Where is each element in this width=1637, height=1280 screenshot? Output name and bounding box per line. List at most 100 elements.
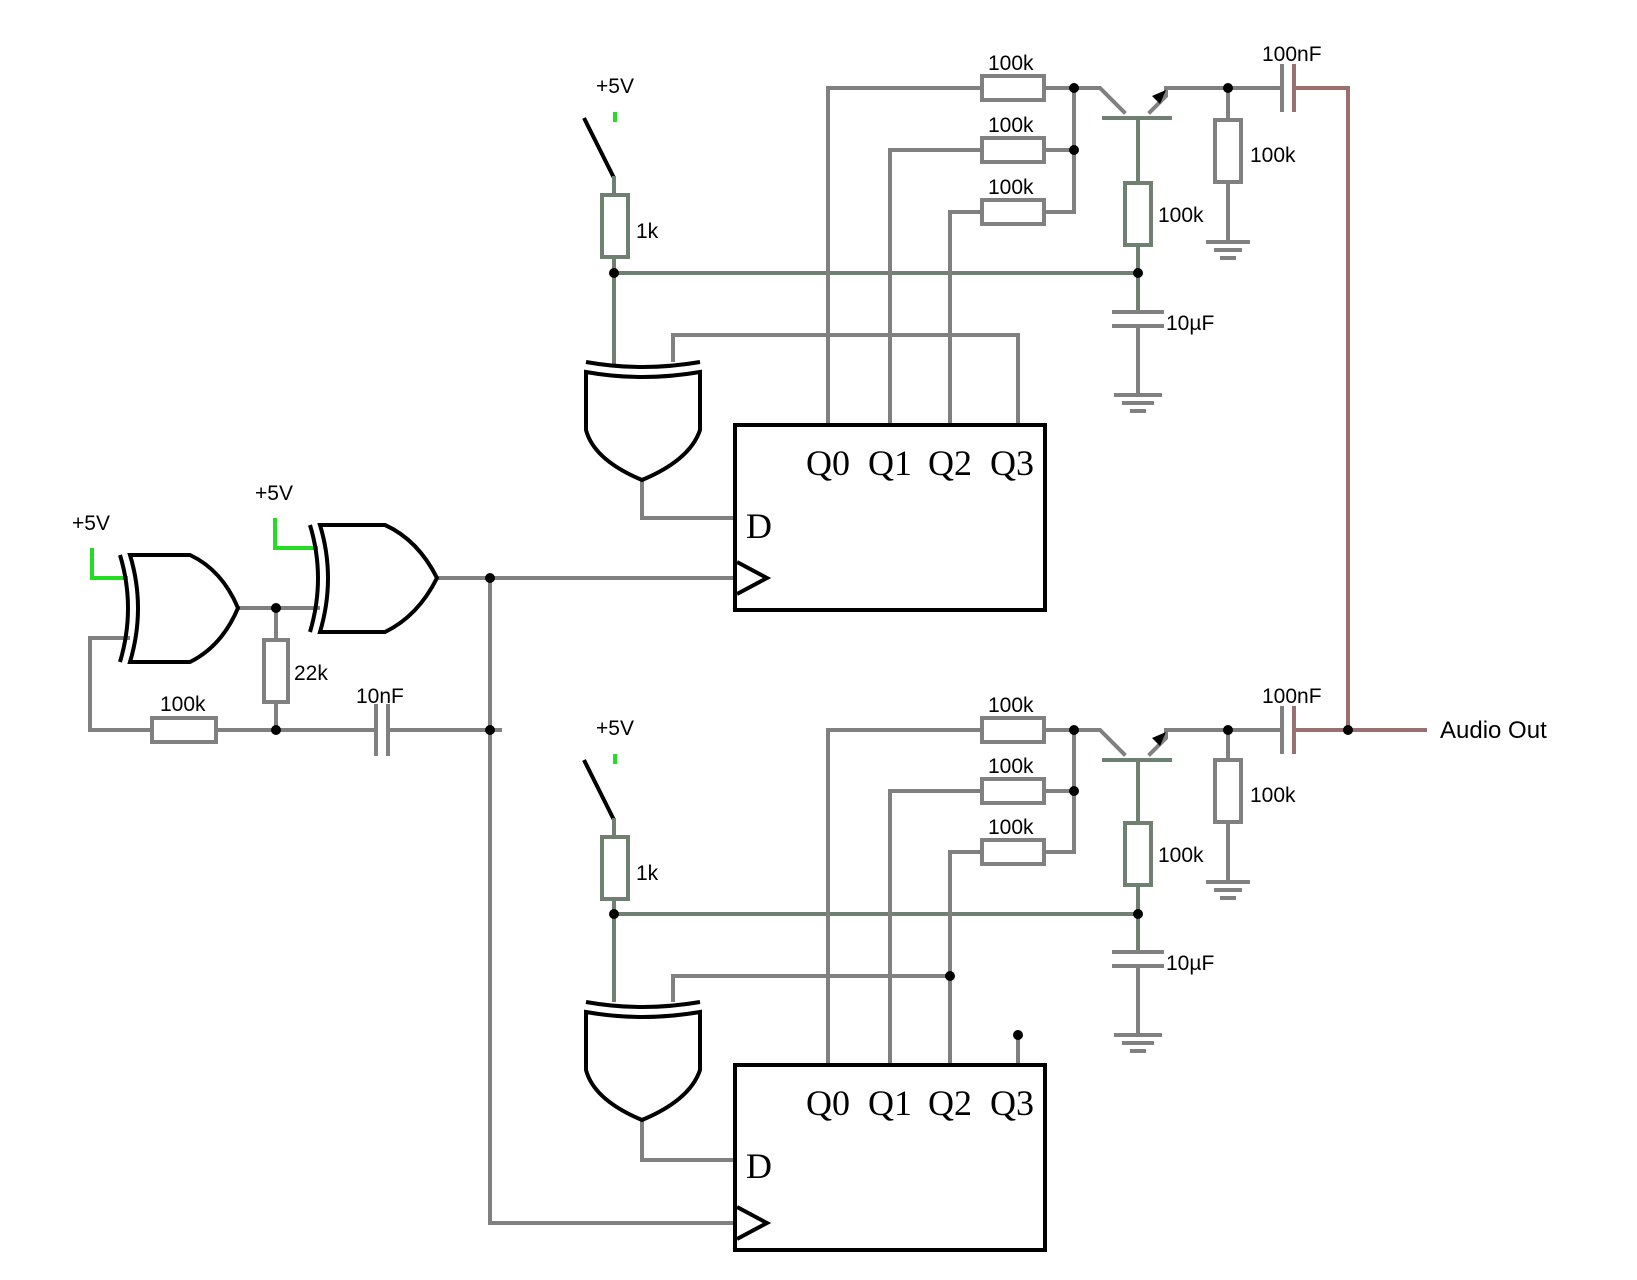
junction-dot — [1223, 83, 1233, 93]
dac-sum-wire-2 — [1044, 728, 1076, 793]
dac-resistor-q2-label: 100k — [988, 176, 1034, 199]
pin-q3: Q3 — [990, 1083, 1034, 1123]
oscillator-section: +5V +5V 100k 22k 10nF — [72, 482, 737, 1225]
toggle-switch — [582, 117, 616, 179]
emitter-resistor — [1123, 821, 1153, 887]
xor-gate-osc1 — [118, 553, 241, 664]
pin-q3: Q3 — [990, 443, 1034, 483]
pin-q1: Q1 — [868, 443, 912, 483]
dac-resistor-q1 — [980, 136, 1046, 164]
load-resistor — [1213, 118, 1243, 184]
d-input-wire — [640, 1118, 737, 1162]
junction-dot — [1133, 909, 1143, 919]
q0-wire — [826, 86, 982, 427]
filter-capacitor-label: 10µF — [1166, 952, 1214, 975]
osc-feedback-resistor — [150, 716, 218, 744]
emitter-resistor — [1123, 181, 1153, 247]
ground-symbol — [1114, 1033, 1162, 1053]
output-mix-wire — [1292, 86, 1350, 732]
switch-vcc-label: +5V — [596, 717, 634, 740]
junction-dot — [1133, 268, 1143, 278]
q1-wire — [888, 789, 982, 1067]
pin-d: D — [746, 506, 772, 546]
dac-resistor-q0-label: 100k — [988, 52, 1034, 75]
dac-sum-wire-3 — [1044, 789, 1076, 854]
npn-transistor — [1102, 90, 1172, 120]
osc-feedback-wire — [88, 636, 152, 732]
switch-vcc-label: +5V — [596, 75, 634, 98]
channel-bottom: +5V 1k 100k 100k 100k 100k — [582, 685, 1322, 1252]
coupling-capacitor — [1280, 706, 1296, 754]
load-resistor — [1213, 758, 1243, 824]
q1-wire — [888, 148, 982, 427]
switch-resistor-label: 1k — [636, 862, 659, 885]
osc1-vcc-label: +5V — [72, 512, 110, 535]
output-section: Audio Out — [1292, 86, 1547, 744]
coupling-capacitor-label: 100nF — [1262, 685, 1322, 708]
ground-symbol — [1206, 240, 1250, 260]
toggle-switch — [582, 759, 616, 821]
pin-q0: Q0 — [806, 1083, 850, 1123]
junction-dot — [1069, 145, 1079, 155]
load-resistor-label: 100k — [1250, 144, 1296, 167]
junction-dot — [1013, 1030, 1023, 1040]
dac-sum-wire-2 — [1044, 86, 1076, 152]
load-resistor-label: 100k — [1250, 784, 1296, 807]
junction-dot — [271, 725, 281, 735]
pin-d: D — [746, 1146, 772, 1186]
filter-capacitor-label: 10µF — [1166, 312, 1214, 335]
pin-q1: Q1 — [868, 1083, 912, 1123]
dac-resistor-q2 — [980, 198, 1046, 226]
junction-dot — [485, 725, 495, 735]
dac-resistor-q2-label: 100k — [988, 816, 1034, 839]
dac-sum-wire — [1044, 728, 1127, 757]
xor-gate-feedback — [584, 1000, 702, 1123]
q2-wire — [948, 850, 982, 1067]
pin-q0: Q0 — [806, 443, 850, 483]
xor-gate-feedback — [584, 360, 702, 483]
channel-top: +5V 1k 100k 100k 100k 100k — [582, 43, 1322, 612]
osc2-vcc-line — [273, 518, 318, 550]
q0-wire — [826, 728, 982, 1067]
junction-dot — [1343, 725, 1353, 735]
clock-bus-wire — [488, 576, 737, 1225]
coupling-capacitor-label: 100nF — [1262, 43, 1322, 66]
junction-dot — [1069, 725, 1079, 735]
dac-resistor-q0-label: 100k — [988, 694, 1034, 717]
dac-sum-wire — [1044, 86, 1127, 115]
dac-resistor-q1-label: 100k — [988, 755, 1034, 778]
xor-feedback-wire — [671, 333, 1020, 362]
emitter-resistor-label: 100k — [1158, 204, 1204, 227]
junction-dot — [609, 909, 619, 919]
dac-resistor-q2 — [980, 838, 1046, 866]
npn-transistor — [1102, 732, 1172, 762]
osc-feedback-resistor-label: 100k — [160, 693, 206, 716]
osc1-vcc-line — [90, 548, 128, 580]
switch-resistor — [600, 193, 630, 259]
audio-out-label: Audio Out — [1440, 717, 1547, 744]
collector-wire — [1147, 728, 1282, 757]
osc-timing-capacitor — [374, 704, 390, 756]
dac-resistor-q0 — [980, 74, 1046, 102]
collector-wire — [1147, 86, 1282, 115]
xor-feedback-wire — [671, 974, 952, 1002]
switch-resistor — [600, 835, 630, 901]
pin-q2: Q2 — [928, 1083, 972, 1123]
junction-dot — [609, 268, 619, 278]
junction-dot — [1069, 786, 1079, 796]
shift-register — [733, 1063, 1047, 1252]
emitter-resistor-label: 100k — [1158, 844, 1204, 867]
shift-register — [733, 423, 1047, 612]
dac-resistor-q0 — [980, 716, 1046, 744]
junction-dot — [945, 971, 955, 981]
ground-symbol — [1206, 880, 1250, 900]
switch-resistor-label: 1k — [636, 220, 659, 243]
coupling-capacitor — [1280, 64, 1296, 112]
pin-q2: Q2 — [928, 443, 972, 483]
junction-dot — [485, 573, 495, 583]
osc2-vcc-label: +5V — [255, 482, 293, 505]
xor-gate-osc2 — [308, 523, 440, 634]
junction-dot — [271, 603, 281, 613]
ground-symbol — [1114, 393, 1162, 413]
